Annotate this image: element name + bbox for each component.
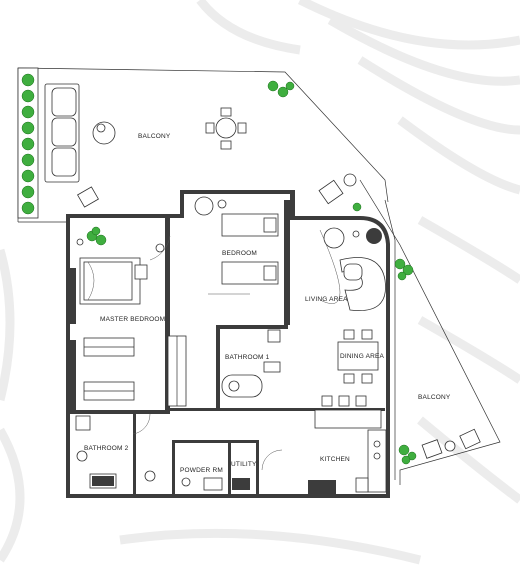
room-label-kitchen: KITCHEN bbox=[320, 456, 350, 463]
balcony-round-table bbox=[205, 107, 247, 150]
dining-table bbox=[337, 329, 379, 384]
interior-walls bbox=[70, 200, 385, 494]
exterior-walls bbox=[66, 190, 390, 498]
balcony-right-chair-2 bbox=[459, 428, 481, 450]
balcony-sofa bbox=[44, 83, 80, 183]
balcony-right-table bbox=[444, 440, 456, 452]
bedroom-chair bbox=[194, 196, 214, 216]
planter-left bbox=[17, 67, 39, 219]
room-label-bathroom-1: BATHROOM 1 bbox=[225, 354, 270, 361]
room-label-bathroom-2: BATHROOM 2 bbox=[84, 445, 129, 452]
room-label-balcony-top: BALCONY bbox=[138, 133, 171, 140]
room-label-balcony-right: BALCONY bbox=[418, 394, 451, 401]
room-label-master-bedroom: MASTER BEDROOM bbox=[100, 316, 165, 323]
bathroom-1-fixtures bbox=[221, 329, 281, 398]
bathroom-2-fixtures bbox=[75, 415, 117, 489]
room-label-utility: UTILITY bbox=[231, 461, 257, 468]
living-plant bbox=[394, 258, 414, 281]
powder-room-fixtures bbox=[144, 470, 223, 491]
balcony-chair-right bbox=[318, 179, 344, 205]
balcony-right-outline bbox=[359, 179, 501, 485]
room-label-dining-area: DINING AREA bbox=[340, 353, 385, 360]
bedroom-beds bbox=[221, 213, 279, 285]
wardrobes bbox=[83, 335, 187, 407]
balcony-right-chair-1 bbox=[421, 439, 443, 459]
balcony-stool bbox=[343, 173, 357, 187]
kitchen-counter bbox=[355, 429, 387, 493]
room-label-bedroom: BEDROOM bbox=[222, 250, 257, 257]
room-label-powder-rm: POWDER RM bbox=[180, 467, 223, 474]
kitchen-island bbox=[314, 395, 382, 429]
entry-block bbox=[308, 480, 336, 494]
room-label-living-area: LIVING AREA bbox=[305, 296, 348, 303]
master-plant bbox=[86, 226, 107, 246]
master-lamp bbox=[155, 243, 165, 253]
master-bed bbox=[79, 257, 148, 305]
utility-block bbox=[232, 478, 250, 490]
balcony-right-plant bbox=[398, 444, 417, 465]
living-sofa bbox=[323, 227, 386, 312]
balcony-chair-left bbox=[77, 186, 99, 208]
balcony-plant-top bbox=[267, 80, 295, 98]
